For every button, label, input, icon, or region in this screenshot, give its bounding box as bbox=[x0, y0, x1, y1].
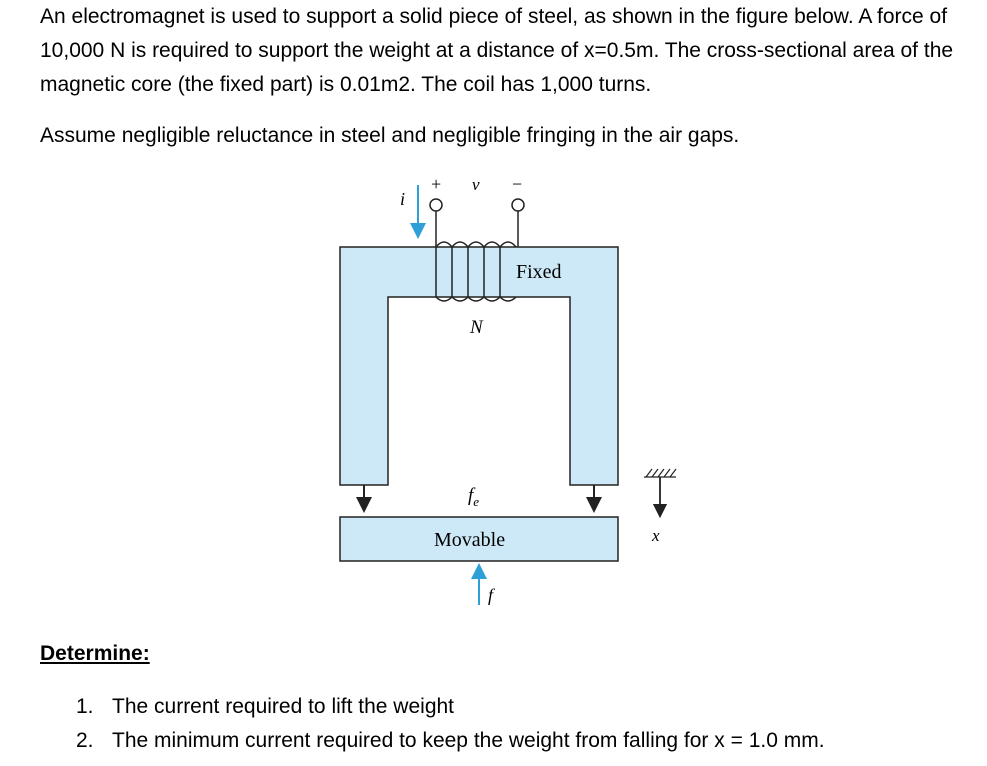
fixed-core bbox=[339, 246, 619, 486]
force-label: fe bbox=[468, 485, 479, 509]
applied-force-label: f bbox=[488, 585, 496, 605]
question-1-number: 1. bbox=[76, 695, 94, 718]
fixed-label: Fixed bbox=[516, 261, 562, 283]
minus-label: − bbox=[512, 174, 522, 194]
turns-label: N bbox=[469, 317, 484, 338]
assumption-statement: Assume negligible reluctance in steel an… bbox=[40, 124, 740, 147]
electromagnet-figure: + v − i Fixed N fe Movable f x bbox=[339, 174, 677, 605]
terminal-plus-icon bbox=[429, 198, 443, 212]
coil bbox=[435, 210, 519, 302]
question-2-number: 2. bbox=[76, 729, 94, 752]
voltage-label: v bbox=[472, 175, 480, 194]
ground-icon bbox=[644, 468, 677, 478]
distance-label: x bbox=[651, 526, 660, 545]
terminal-minus-icon bbox=[511, 198, 525, 212]
question-2: 2. The minimum current required to keep t… bbox=[76, 729, 825, 753]
plus-label: + bbox=[431, 174, 441, 194]
movable-bar bbox=[339, 516, 619, 562]
movable-label: Movable bbox=[434, 529, 505, 551]
current-label: i bbox=[400, 189, 405, 209]
determine-heading: Determine: bbox=[40, 642, 150, 665]
problem-statement: An electromagnet is used to support a so… bbox=[40, 5, 954, 96]
question-2-text: The minimum current required to keep the… bbox=[112, 729, 825, 752]
question-1: 1. The current required to lift the weigh… bbox=[76, 695, 454, 719]
question-1-text: The current required to lift the weight bbox=[112, 695, 455, 718]
